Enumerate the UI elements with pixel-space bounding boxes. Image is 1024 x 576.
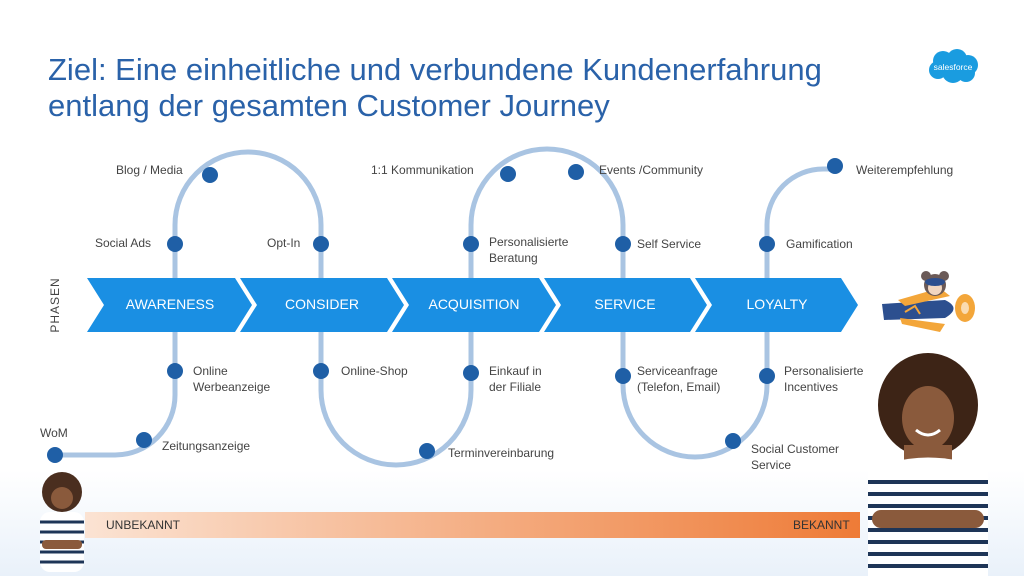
touchpoint-einkauf-filiale: Einkauf in der Filiale (489, 364, 542, 394)
dot-gamification (759, 236, 775, 252)
touchpoint-opt-in: Opt-In (267, 236, 301, 250)
dot-social-customer-service (725, 433, 741, 449)
airplane-mascot-illustration (882, 271, 975, 332)
touchpoint-wom: WoM (40, 426, 68, 440)
touchpoint-kommunikation: 1:1 Kommunikation (371, 163, 474, 177)
dot-online-werbeanzeige (167, 363, 183, 379)
touchpoint-personalisierte-incentives: Personalisierte Incentives (784, 364, 864, 394)
dot-einkauf (463, 365, 479, 381)
dot-social-ads (167, 236, 183, 252)
dot-opt-in (313, 236, 329, 252)
dot-personalisierte-incentives (759, 368, 775, 384)
dot-online-shop (313, 363, 329, 379)
touchpoint-online-werbeanzeige: Online Werbeanzeige (193, 364, 271, 394)
customer-person-left (40, 472, 84, 572)
dot-weiterempfehlung (827, 158, 843, 174)
touchpoint-social-customer-service: Social Customer Service (751, 442, 840, 472)
dot-zeitungsanzeige (136, 432, 152, 448)
phase-label-acquisition: ACQUISITION (428, 296, 520, 312)
dot-kommunikation (500, 166, 516, 182)
phase-chevron-awareness (87, 278, 252, 332)
dot-self-service (615, 236, 631, 252)
customer-person-right (868, 353, 988, 576)
dot-wom (47, 447, 63, 463)
dot-events-community (568, 164, 584, 180)
phase-label-awareness: AWARENESS (125, 296, 215, 312)
touchpoint-serviceanfrage: Serviceanfrage (Telefon, Email) (637, 364, 721, 394)
touchpoint-events-community: Events /Community (599, 163, 704, 177)
touchpoint-zeitungsanzeige: Zeitungsanzeige (162, 439, 251, 453)
title-line-1: Ziel: Eine einheitliche und verbundene K… (48, 52, 822, 87)
logo-text: salesforce (934, 62, 973, 72)
title-line-2: entlang der gesamten Customer Journey (48, 88, 610, 123)
touchpoint-personalisierte-beratung: Personalisierte Beratung (489, 235, 569, 265)
phase-chevron-service (544, 278, 707, 332)
phase-label-loyalty: LOYALTY (746, 296, 808, 312)
phase-chevron-acquisition (392, 278, 556, 332)
dot-serviceanfrage (615, 368, 631, 384)
touchpoint-blog-media: Blog / Media (116, 163, 183, 177)
phase-label-service: SERVICE (594, 296, 656, 312)
bar-label-unbekannt: UNBEKANNT (106, 518, 181, 532)
dot-terminvereinbarung (419, 443, 435, 459)
touchpoint-online-shop: Online-Shop (341, 364, 408, 378)
bar-label-bekannt: BEKANNT (793, 518, 850, 532)
awareness-progress-bar (85, 512, 860, 538)
phase-label-consider: CONSIDER (285, 296, 359, 312)
touchpoint-weiterempfehlung: Weiterempfehlung (856, 163, 954, 177)
salesforce-logo: salesforce (929, 49, 978, 83)
touchpoint-self-service: Self Service (637, 237, 702, 251)
dot-personalisierte-beratung (463, 236, 479, 252)
dot-blog-media (202, 167, 218, 183)
touchpoint-gamification: Gamification (786, 237, 853, 251)
phase-chevron-loyalty (695, 278, 858, 332)
touchpoint-terminvereinbarung: Terminvereinbarung (448, 446, 555, 460)
touchpoint-social-ads: Social Ads (95, 236, 152, 250)
phase-chevron-consider (240, 278, 404, 332)
page-title: Ziel: Eine einheitliche und verbundene K… (48, 52, 822, 124)
